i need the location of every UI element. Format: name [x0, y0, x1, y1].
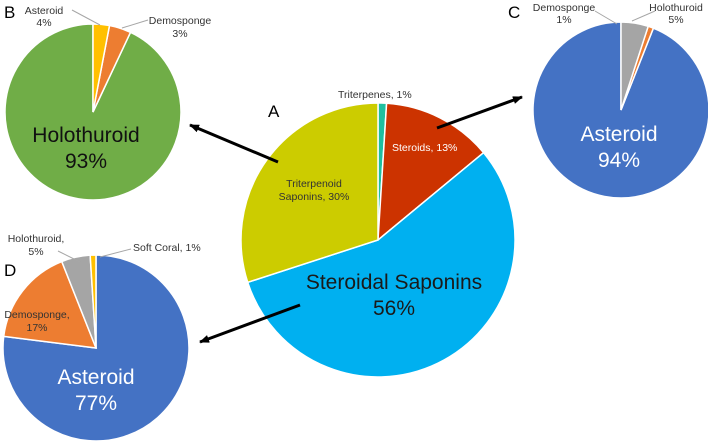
- pie-c-slice-holothuroid: [620, 21, 650, 111]
- panel-label-c: C: [508, 3, 520, 22]
- label-c-demosponge-name: Demosponge: [533, 2, 596, 14]
- label-a-triterpenes: Triterpenes, 1%: [338, 89, 412, 101]
- label-b-holothuroid-pct: 93%: [65, 150, 107, 173]
- label-a-steroids: Steroids, 13%: [392, 142, 457, 154]
- label-a-triterpenoid-saponins-line2: Saponins, 30%: [279, 191, 350, 203]
- pie-a-slice-triterpenoid-saponins: [240, 102, 379, 284]
- label-b-holothuroid-name: Holothuroid: [32, 124, 139, 147]
- leader-d-holothuroid: [57, 250, 81, 263]
- label-b-asteroid-pct: 4%: [36, 17, 51, 29]
- pie-a-slice-steroids: [377, 102, 485, 242]
- label-d-demosponge-pct: 17%: [26, 322, 47, 334]
- label-a-triterpenoid-saponins-line1: Triterpenoid: [286, 178, 342, 190]
- leader-b-demosponge: [121, 19, 149, 29]
- leader-c-holothuroid: [631, 10, 656, 22]
- label-a-steroidal-saponins-name: Steroidal Saponins: [306, 271, 482, 294]
- label-b-demosponge-name: Demosponge: [149, 15, 212, 27]
- label-d-asteroid-name: Asteroid: [57, 366, 134, 389]
- pie-d-slice-demosponge: [2, 260, 98, 349]
- label-c-asteroid-pct: 94%: [598, 149, 640, 172]
- arrow-to-d: [199, 303, 301, 344]
- arrow-to-c: [436, 95, 523, 130]
- leader-b-asteroid: [71, 9, 101, 26]
- label-c-holothuroid-name: Holothuroid: [649, 2, 703, 14]
- pie-chart-d: [2, 254, 190, 442]
- pie-chart-a: [240, 102, 516, 378]
- label-d-holothuroid-name: Holothuroid,: [8, 233, 65, 245]
- label-c-demosponge-pct: 1%: [556, 14, 571, 26]
- pie-b-slice-demosponge: [92, 23, 111, 113]
- label-c-holothuroid-pct: 5%: [668, 14, 683, 26]
- pie-a-slice-steroidal-saponins: [246, 151, 516, 378]
- label-a-steroidal-saponins-pct: 56%: [373, 297, 415, 320]
- leader-c-demosponge: [594, 10, 618, 25]
- label-d-holothuroid-pct: 5%: [28, 246, 43, 258]
- panel-label-a: A: [268, 102, 280, 121]
- leader-d-soft-coral: [99, 248, 132, 258]
- panel-label-b: B: [4, 3, 15, 22]
- label-b-asteroid-name: Asteroid: [25, 5, 64, 17]
- label-b-demosponge-pct: 3%: [172, 28, 187, 40]
- pie-chart-c: [532, 21, 708, 199]
- pie-chart-b: [4, 23, 182, 201]
- arrow-to-b: [189, 123, 279, 164]
- pie-d-slice-soft-coral: [89, 254, 97, 349]
- label-d-soft-coral: Soft Coral, 1%: [133, 242, 201, 254]
- label-d-asteroid-pct: 77%: [75, 392, 117, 415]
- label-c-asteroid-name: Asteroid: [580, 123, 657, 146]
- label-d-demosponge-name: Demosponge,: [4, 309, 69, 321]
- panel-label-d: D: [4, 261, 16, 280]
